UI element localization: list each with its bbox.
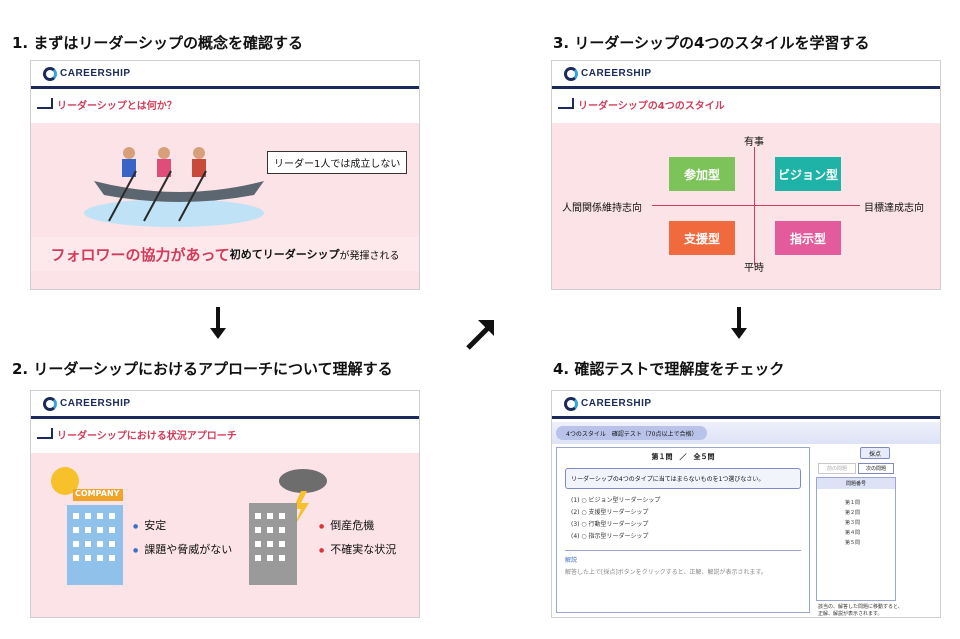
quadrant-supportive: 支援型 — [669, 221, 735, 255]
arrow-up-right-icon — [466, 320, 494, 350]
arrow-down-icon — [731, 307, 747, 339]
explain-text: 解答した上で[採点]ボタンをクリックすると、正解、解説が表示されます。 — [565, 569, 767, 576]
question-pane: 第１問 ／ 全５問 リーダーシップの4つのタイプに当てはまらないものを1つ選びな… — [556, 447, 810, 613]
question-link[interactable]: 第４問 — [845, 530, 861, 536]
question-link[interactable]: 第２問 — [845, 510, 861, 516]
question-link[interactable]: 第１問 — [845, 500, 861, 506]
footer-note-2: 正解、解説が表示されます。 — [818, 611, 883, 617]
quadrant-participative: 参加型 — [669, 157, 735, 191]
caption-rest-2: が発揮される — [339, 250, 400, 262]
option-3[interactable]: (3) ○ 行動型リーダーシップ — [571, 521, 649, 528]
bullet-no-threats: 課題や脅威がない — [133, 541, 232, 557]
footer-note-1: 該当の、解答した問題に移動すると、 — [818, 604, 903, 610]
crisis-company-building-icon — [249, 469, 327, 585]
question-link[interactable]: 第５問 — [845, 540, 861, 546]
question-number: 第１問 ／ 全５問 — [651, 453, 715, 461]
axis-left: 人間関係維持志向 — [562, 203, 642, 214]
stairs-icon — [37, 428, 53, 439]
prev-question-button[interactable]: 前の問題 — [818, 463, 856, 474]
caption-emphasis: フォロワーの協力があって — [50, 245, 230, 264]
stairs-icon — [37, 98, 53, 109]
slide-heading: リーダーシップにおける状況アプローチ — [57, 430, 237, 442]
grade-button[interactable]: 採点 — [860, 447, 890, 459]
step-2-title: 2. リーダーシップにおけるアプローチについて理解する — [12, 360, 393, 378]
careership-logo: CAREERSHIP — [43, 66, 131, 81]
careership-logo: CAREERSHIP — [43, 396, 131, 411]
explain-label: 解説 — [565, 557, 578, 564]
axis-right: 目標達成志向 — [864, 203, 924, 214]
rowing-boat-illustration — [84, 147, 264, 227]
bullet-uncertain: 不確実な状況 — [319, 541, 396, 557]
question-list: 問題番号 第１問 第２問 第３問 第４問 第５問 — [816, 477, 896, 601]
quiz-tab[interactable]: 4つのスタイル 確認テスト（70点以上で合格） — [556, 426, 708, 440]
question-text: リーダーシップの4つのタイプに当てはまらないものを1つ選びなさい。 — [565, 468, 801, 489]
quadrant-directive: 指示型 — [775, 221, 841, 255]
stable-company-building-icon — [51, 467, 123, 585]
step-4-title: 4. 確認テストで理解度をチェック — [553, 360, 785, 378]
axis-bottom: 平時 — [744, 263, 764, 274]
question-list-header: 問題番号 — [817, 478, 895, 489]
careership-logo: CAREERSHIP — [564, 396, 652, 411]
caption-rest-1: 初めてリーダーシップ — [229, 248, 340, 261]
option-2[interactable]: (2) ○ 支援型リーダーシップ — [571, 509, 649, 516]
stairs-icon — [558, 98, 574, 109]
slide-four-styles: CAREERSHIP リーダーシップの4つのスタイル 有事 平時 人間関係維持志… — [551, 60, 941, 290]
company-sign: COMPANY — [75, 489, 120, 498]
question-link[interactable]: 第３問 — [845, 520, 861, 526]
axis-top: 有事 — [744, 137, 764, 148]
callout-box: リーダー1人では成立しない — [267, 151, 408, 174]
option-4[interactable]: (4) ○ 指示型リーダーシップ — [571, 533, 649, 540]
slide-heading: リーダーシップの4つのスタイル — [578, 100, 725, 112]
step-3-title: 3. リーダーシップの4つのスタイルを学習する — [553, 34, 870, 52]
bullet-bankruptcy: 倒産危機 — [319, 517, 374, 533]
bullet-stable: 安定 — [133, 517, 166, 533]
quiz-screen: CAREERSHIP 4つのスタイル 確認テスト（70点以上で合格） 第１問 ／… — [551, 390, 941, 618]
next-question-button[interactable]: 次の問題 — [858, 463, 894, 474]
slide-heading: リーダーシップとは何か？ — [57, 100, 177, 112]
step-1-title: 1. まずはリーダーシップの概念を確認する — [12, 34, 304, 52]
option-1[interactable]: (1) ○ ビジョン型リーダーシップ — [571, 497, 661, 504]
quadrant-vision: ビジョン型 — [775, 157, 841, 191]
arrow-down-icon — [210, 307, 226, 339]
slide-leadership-concept: CAREERSHIP リーダーシップとは何か？ リーダー1人では成立しない フォ… — [30, 60, 420, 290]
slide-situational-approach: CAREERSHIP リーダーシップにおける状況アプローチ COMPANY 安定… — [30, 390, 420, 618]
careership-logo: CAREERSHIP — [564, 66, 652, 81]
